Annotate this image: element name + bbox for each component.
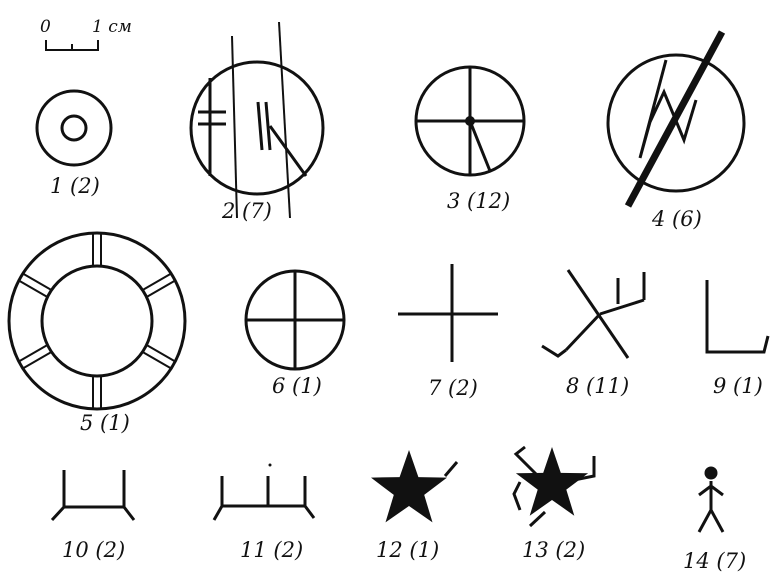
scale-bar xyxy=(46,40,98,50)
figure-5-spoke-line xyxy=(147,280,176,297)
figure-4-circle-bar-symbol xyxy=(608,32,744,206)
figure-6-circle-cross-symbol xyxy=(246,271,344,369)
figure-14-head xyxy=(705,467,718,480)
scale-bar-zero-label: 0 xyxy=(40,17,51,37)
figure-10-u-bracket-symbol xyxy=(52,470,134,520)
figure-1-label: 1 (2) xyxy=(50,174,100,198)
figure-3-label: 3 (12) xyxy=(447,189,510,213)
figure-11-label: 11 (2) xyxy=(240,538,303,562)
figure-4-label: 4 (6) xyxy=(651,207,702,231)
figure-5-thick-ring-symbol xyxy=(9,233,185,409)
figure-2-circle-strokes-symbol xyxy=(191,22,323,218)
figure-6-label: 6 (1) xyxy=(272,374,322,398)
figure-7-plus-symbol xyxy=(398,264,498,362)
figure-5-spoke-line xyxy=(143,274,172,291)
figure-9-label: 9 (1) xyxy=(713,374,763,398)
figure-5-spoke-line xyxy=(23,352,52,369)
figure-9-bracket-symbol xyxy=(707,280,768,352)
figure-11-dot xyxy=(269,464,272,467)
figure-12-label: 12 (1) xyxy=(376,538,439,562)
figure-14-label: 14 (7) xyxy=(683,549,746,573)
figure-12-star-symbol xyxy=(371,450,457,522)
figure-5-label: 5 (1) xyxy=(80,411,130,435)
figure-1-ring-symbol xyxy=(37,91,111,165)
figure-2-label: 2 (7) xyxy=(221,199,272,223)
scale-bar-unit-label: 1 см xyxy=(92,17,132,37)
figure-13-star-legs-symbol xyxy=(514,447,594,526)
figure-5-spoke-line xyxy=(23,274,52,291)
figure-5-spoke-line xyxy=(19,345,48,362)
figure-13-label: 13 (2) xyxy=(522,538,585,562)
figure-8-hooked-x-symbol xyxy=(542,270,644,358)
figure-14-stick-figure-symbol xyxy=(699,481,723,532)
figure-3-center-dot xyxy=(465,116,475,126)
figure-11-trident-symbol xyxy=(214,476,314,520)
figure-8-label: 8 (11) xyxy=(566,374,629,398)
figure-5-spoke-line xyxy=(19,280,48,297)
figure-5-spoke-line xyxy=(143,352,172,369)
figure-10-label: 10 (2) xyxy=(62,538,125,562)
figure-7-label: 7 (2) xyxy=(428,376,478,400)
figure-5-spoke-line xyxy=(147,345,176,362)
